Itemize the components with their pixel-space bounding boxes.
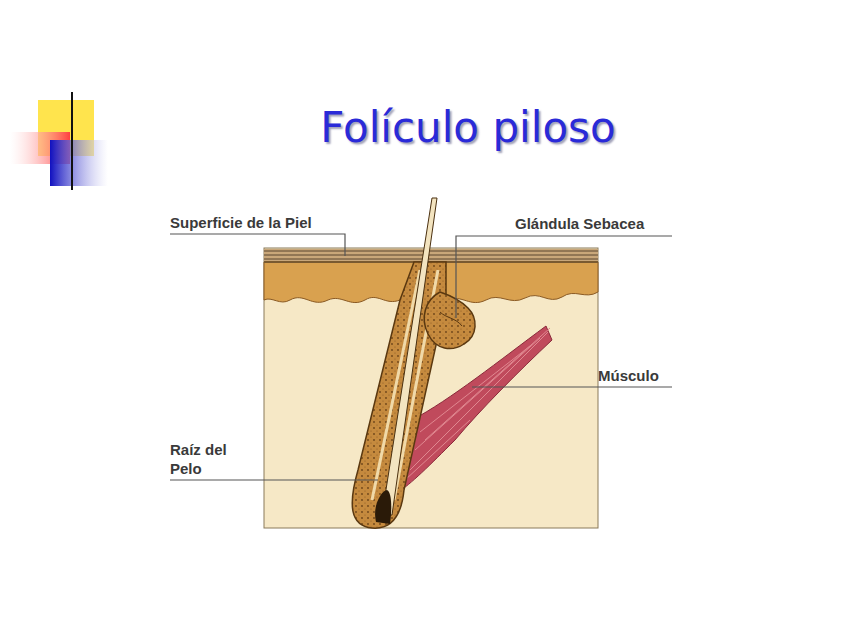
muscle-label: Músculo xyxy=(598,366,659,385)
slide-title: Folículo piloso xyxy=(320,103,615,152)
skin-section xyxy=(264,248,598,528)
skin-surface-label: Superficie de la Piel xyxy=(170,213,312,232)
sebaceous-gland xyxy=(424,292,475,349)
hair-follicle xyxy=(352,198,446,528)
hair-root-label: Raíz del Pelo xyxy=(170,440,240,478)
leader-lines xyxy=(170,234,672,480)
decor-squares xyxy=(10,92,848,190)
gland-label: Glándula Sebacea xyxy=(515,214,644,233)
